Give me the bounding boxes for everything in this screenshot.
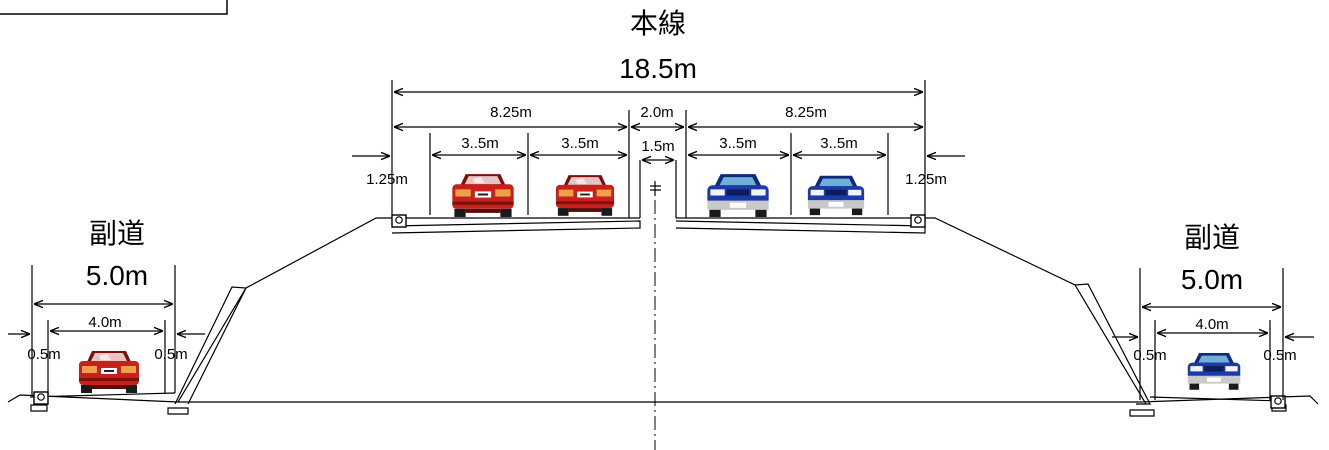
blue-car-main-lane-2 [807,175,865,216]
left-side-road-width: 5.0m [86,260,148,291]
red-car-main-lane-1 [452,174,514,217]
blue-car-side-road [1187,353,1241,390]
main-dimensions [352,80,965,218]
blue-car-main-lane-1 [707,174,769,217]
right-side-shoulder-left-label: 0.5m [1133,347,1166,364]
curb-block-side-left [33,391,49,405]
left-side-shoulder-left-label: 0.5m [27,346,60,363]
lane-r2-width-label: 3..5m [820,135,858,152]
left-side-road-title: 副道 [89,217,145,250]
left-half-width-label: 8.25m [490,104,532,121]
curb-block-main-left [391,214,407,228]
median-width-label: 2.0m [640,104,673,121]
right-shoulder-width-label: 1.25m [905,171,947,188]
right-side-shoulder-right-label: 0.5m [1263,347,1296,364]
red-car-main-lane-2 [555,175,615,216]
left-shoulder-width-label: 1.25m [366,171,408,188]
right-side-road-width: 5.0m [1181,264,1243,295]
median-inner-width-label: 1.5m [641,138,674,155]
main-road-title: 本線 [630,7,686,40]
right-side-lane-width-label: 4.0m [1195,316,1228,333]
lane-r1-width-label: 3..5m [719,135,757,152]
left-side-dimensions [8,265,205,395]
left-side-shoulder-right-label: 0.5m [154,346,187,363]
lane-l2-width-label: 3..5m [561,135,599,152]
curb-block-main-right [910,214,926,228]
frame-box [0,0,228,15]
red-car-side-road [79,351,139,393]
right-half-width-label: 8.25m [785,104,827,121]
lane-l1-width-label: 3..5m [461,135,499,152]
left-side-lane-width-label: 4.0m [88,314,121,331]
right-side-road-title: 副道 [1184,221,1240,254]
main-road-width: 18.5m [619,53,697,84]
right-side-dimensions [1112,268,1314,400]
embankment [7,160,1319,450]
